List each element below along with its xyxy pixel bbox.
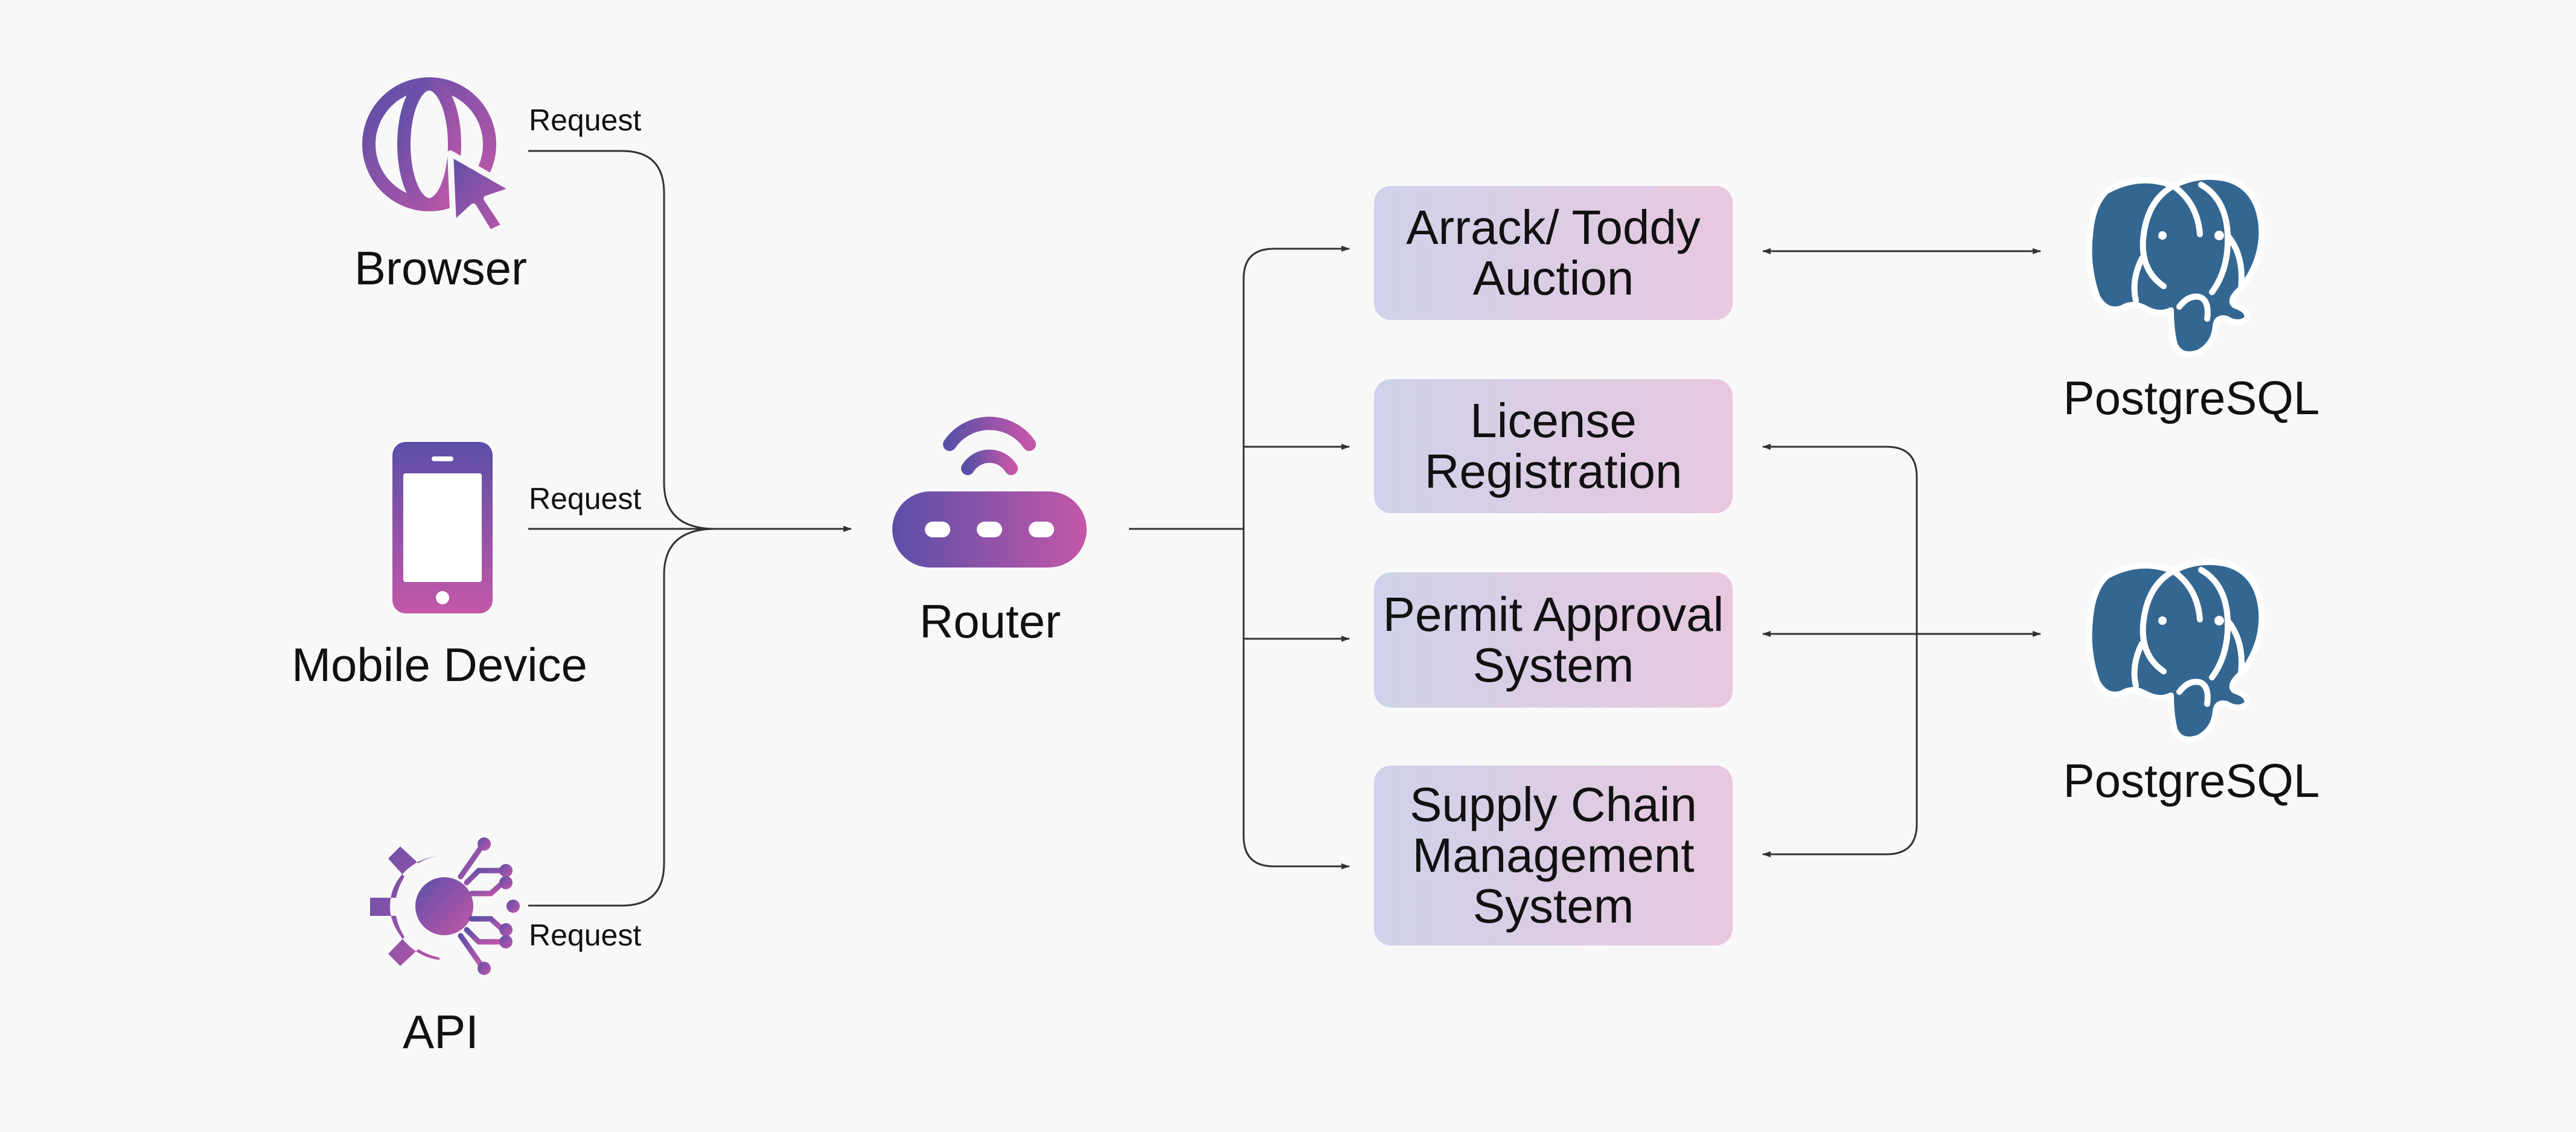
service-label-line: System bbox=[1472, 879, 1634, 933]
globe-cursor-icon bbox=[360, 75, 523, 238]
postgresql-elephant-icon bbox=[2083, 168, 2271, 361]
service-box-license-registration: License Registration bbox=[1374, 379, 1733, 513]
service-label-line: License bbox=[1470, 394, 1637, 447]
wifi-router-icon bbox=[892, 408, 1087, 568]
mobile-device-label: Mobile Device bbox=[292, 638, 587, 691]
connector-browser-router bbox=[528, 150, 852, 532]
postgresql-label: PostgreSQL bbox=[2063, 371, 2320, 424]
service-label-line: Auction bbox=[1472, 251, 1634, 305]
connector-api-router bbox=[528, 528, 716, 907]
mobile-phone-icon bbox=[392, 442, 493, 613]
service-label-line: Permit Approval bbox=[1382, 587, 1724, 641]
service-box-permit-approval-system: Permit Approval System bbox=[1374, 572, 1733, 708]
connector-supply-db2 bbox=[1762, 634, 1918, 857]
service-label-line: Supply Chain bbox=[1410, 778, 1697, 831]
browser-label: Browser bbox=[354, 241, 528, 295]
postgresql-elephant-icon bbox=[2083, 553, 2271, 746]
gear-circuit-icon bbox=[361, 822, 523, 990]
router-label: Router bbox=[919, 595, 1061, 648]
service-box-supply-chain-management-system: Supply Chain Management System bbox=[1374, 766, 1733, 945]
connector-bus-auction bbox=[1242, 246, 1350, 529]
edge-label-api: Request bbox=[529, 918, 642, 952]
edge-label-browser: Request bbox=[529, 103, 642, 137]
connector-bus-supply bbox=[1242, 529, 1350, 869]
service-label-line: Arrack/ Toddy bbox=[1406, 200, 1701, 254]
service-label-line: Registration bbox=[1424, 444, 1683, 498]
connector-license-db2 bbox=[1762, 444, 1918, 634]
service-label-line: Management bbox=[1412, 828, 1695, 882]
api-label: API bbox=[403, 1005, 479, 1058]
edge-label-mobile: Request bbox=[529, 482, 642, 516]
service-label-line: System bbox=[1472, 638, 1634, 692]
postgresql-label: PostgreSQL bbox=[2063, 754, 2320, 807]
service-box-arrack-toddy-auction: Arrack/ Toddy Auction bbox=[1374, 186, 1733, 320]
